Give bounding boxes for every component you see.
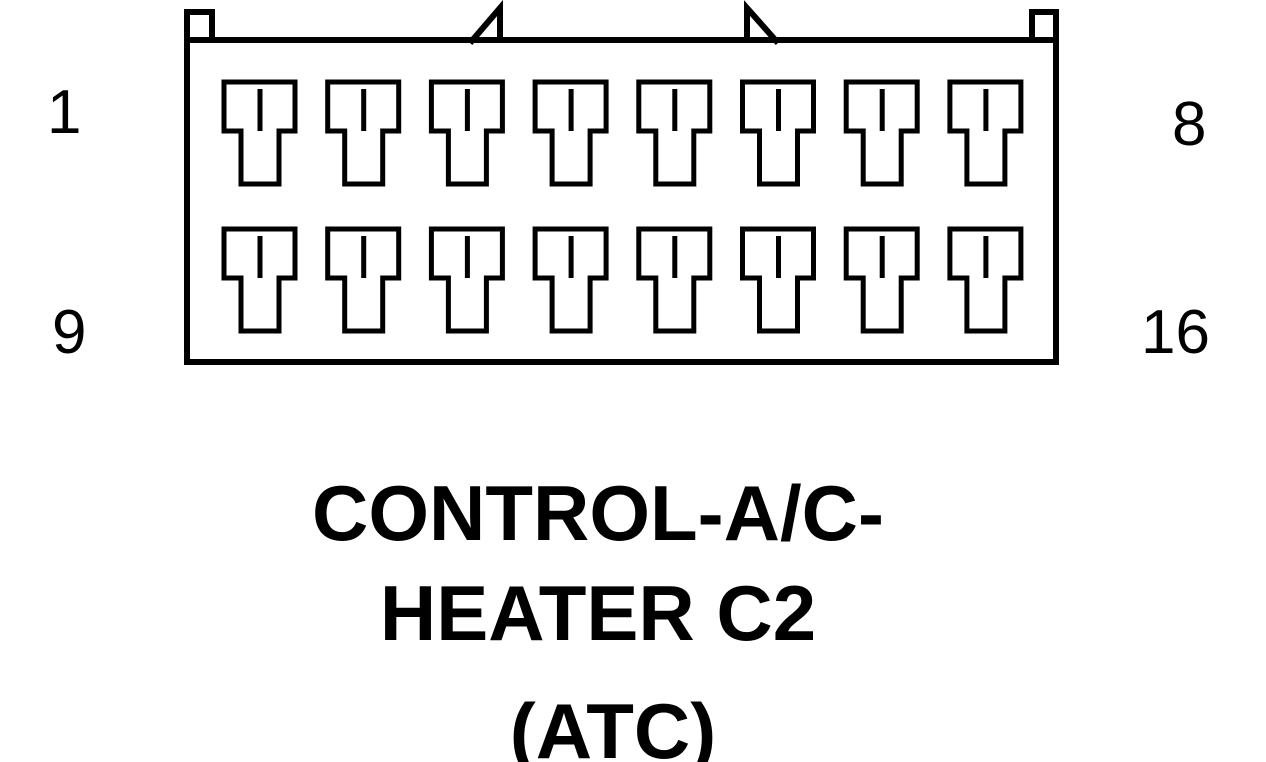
pin-cavity-1 (221, 79, 298, 187)
pin-cavity-6 (740, 79, 816, 187)
pin-cavity-12 (532, 226, 609, 334)
caption-line-1: CONTROL-A/C- (312, 469, 884, 557)
pin-cavity-8 (947, 79, 1024, 187)
pin-label-bottom-right: 16 (1141, 298, 1210, 367)
pin-cavity-3 (428, 79, 505, 187)
right-key-ramp (744, 0, 781, 45)
pin-cavity-9 (221, 226, 298, 334)
pin-cavity-14 (740, 226, 816, 334)
pin-cavity-16 (947, 226, 1024, 334)
right-latch-tab (1029, 9, 1059, 40)
pin-cavity-4 (532, 79, 609, 187)
pin-cavity-11 (428, 226, 505, 334)
pin-cavities (221, 79, 1024, 334)
pin-cavity-5 (636, 79, 713, 187)
pin-cavity-13 (636, 226, 713, 334)
left-key-ramp (467, 0, 503, 45)
pin-cavity-2 (325, 79, 402, 187)
caption-line-3: (ATC) (510, 687, 716, 762)
pin-cavity-10 (325, 226, 402, 334)
pin-label-bottom-left: 9 (52, 298, 86, 367)
pin-cavity-15 (843, 226, 920, 334)
pin-label-top-left: 1 (47, 78, 81, 147)
left-latch-tab (184, 9, 215, 40)
pin-label-top-right: 8 (1172, 90, 1206, 159)
caption-line-2: HEATER C2 (380, 569, 816, 657)
pin-cavity-7 (843, 79, 920, 187)
connector-housing (184, 0, 1059, 365)
